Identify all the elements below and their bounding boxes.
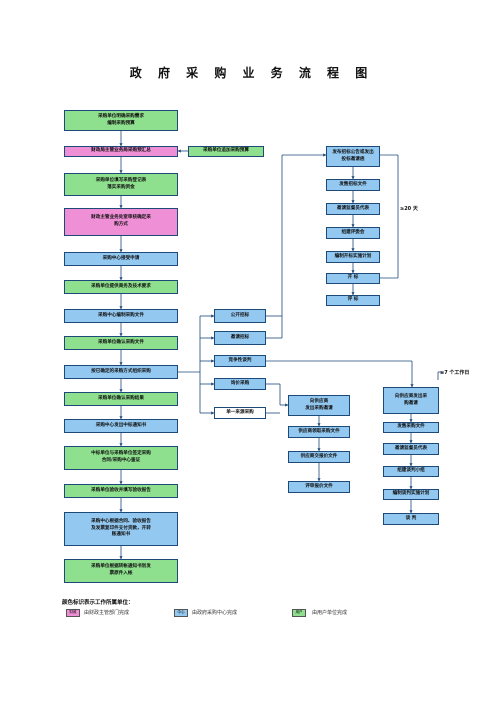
tender-invite-supervisor: 邀请监督员代表 [326,203,380,215]
tender-opening: 开 标 [326,273,380,284]
legend-label-user: 由用户单位完成 [312,610,348,616]
tender-form-committee: 组建评委会 [326,227,380,239]
step-invoice-entry: 采购单位根据转帐通知书划发 票原件入帐 [64,559,178,583]
inquiry-collect-docs: 供应商领取采购文件 [288,426,350,438]
step-budget-plan: 采购单位明确采购需求 编制采购预算 [64,110,178,131]
step-budget-add: 采购单位追加采购预算 [188,146,264,157]
legend-label-center: 由政府采购中心完成 [192,610,238,616]
step-provide-requirements: 采购单位提供商务及技术要求 [64,280,178,294]
inquiry-send-invitation: 向供应商 发出采购邀请 [288,395,350,416]
method-single-source: 单一来源采购 [214,407,266,419]
tender-opening-plan: 编制开标实施计划 [326,251,380,263]
step-acceptance-report: 采购单位验收并填写验收报告 [64,484,178,498]
step-finance-summary: 财政局主管业务局采购预汇总 [64,146,178,157]
tender-publish-notice: 发布招标公告或发出 投标邀请函 [326,146,380,167]
step-confirm-docs: 采购单位确认采购文件 [64,336,178,350]
tender-sell-docs: 发售招标文件 [326,179,380,191]
method-invited-tender: 邀请招标 [214,331,266,345]
page-title: 政 府 采 购 业 务 流 程 图 [129,66,374,80]
nego-negotiation: 谈 判 [383,513,439,525]
legend-swatch-center: 中心 [174,609,188,617]
step-sign-contract: 中标单位与采购单位签定采购 合同/采购中心鉴证 [64,446,178,470]
step-registration-form: 采购单位填写采购登记表 落实采购资金 [64,173,178,196]
legend-swatch-finance: 财政 [66,609,80,617]
legend-swatch-user: 用户 [292,609,306,617]
legend-label-finance: 由财政主管部门完成 [84,610,130,616]
nego-plan: 编制谈判实施计划 [383,489,439,500]
nego-sell-docs: 发售采购文件 [383,422,439,433]
method-open-tender: 公开招标 [214,309,266,323]
method-competitive-negotiation: 竞争性谈判 [214,355,266,367]
inquiry-review-quote: 评审报价文件 [288,481,350,493]
method-inquiry: 询价采购 [214,378,266,390]
step-compile-docs: 采购中心编制采购文件 [64,309,178,323]
duration-7-workdays: ≥7 个工作日 [440,370,470,376]
inquiry-submit-quote: 供应商交报价文件 [288,451,350,463]
step-center-accept: 采购中心接受申请 [64,252,178,266]
duration-20-days: ≥20 天 [400,206,418,212]
nego-invite-supervisor: 邀请监督员代表 [383,443,439,455]
step-method-review: 财政主管业务处室审核确定采 购方式 [64,208,178,236]
nego-send-invitation: 向供应商发出采 购邀请 [383,387,439,414]
step-organize-procurement: 按已确定的采购方式组织采购 [64,365,178,379]
step-confirm-result: 采购单位确认采购结果 [64,392,178,406]
step-payment: 采购中心根据合同、验收报告 及发票复印件支付货款，开转 账通知书 [64,512,178,546]
nego-form-team: 组建谈判小组 [383,466,439,477]
tender-evaluation: 评 标 [326,295,380,306]
step-award-notice: 采购中心发出中标通知书 [64,419,178,433]
legend-title: 颜色标识表示工作所属单位： [62,600,134,606]
